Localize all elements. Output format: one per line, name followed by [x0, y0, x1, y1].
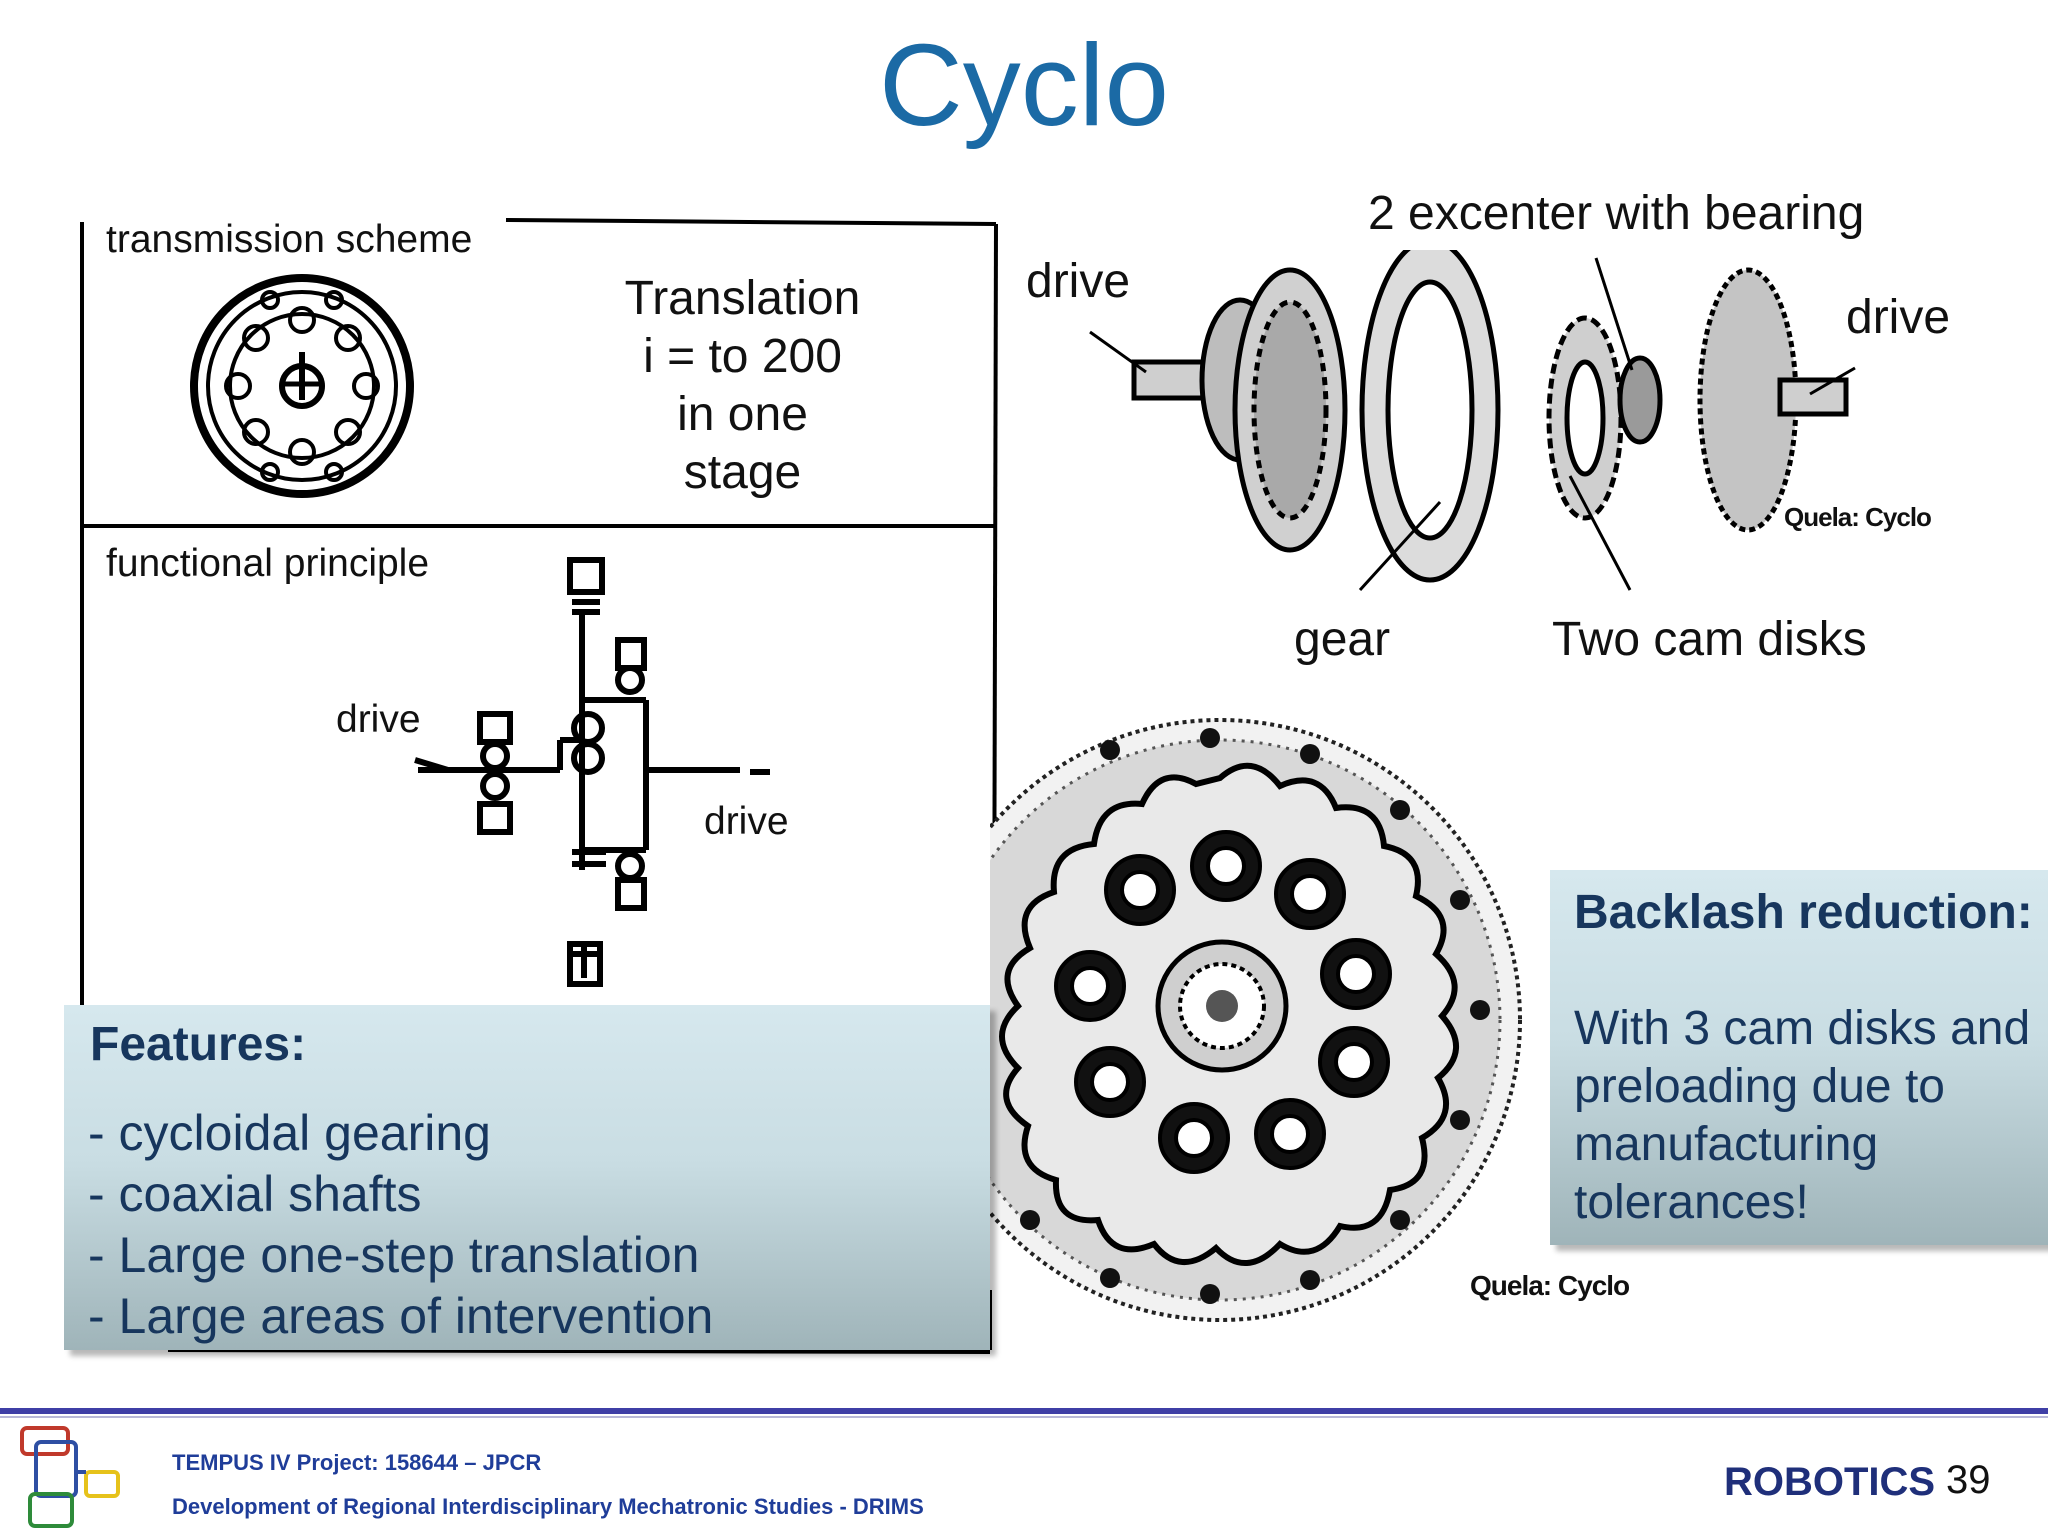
- feature-item: - cycloidal gearing: [88, 1105, 491, 1161]
- excenter-bearing-label: 2 excenter with bearing: [1368, 187, 1865, 240]
- cycloid-disk-illustration: [990, 718, 1522, 1322]
- transmission-scheme-label: transmission scheme: [106, 218, 473, 261]
- translation-ratio-text: Translation i = to 200 in one stage: [600, 270, 885, 502]
- footer-divider-shadow: [0, 1416, 2048, 1418]
- feature-item: - Large one-step translation: [88, 1227, 700, 1283]
- feature-item: - Large areas of intervention: [88, 1288, 714, 1344]
- slide-title: Cyclo: [878, 20, 1170, 150]
- translation-line: i = to 200: [643, 330, 842, 383]
- page-number: 39: [1946, 1458, 1991, 1502]
- features-list: - cycloidal gearing - coaxial shafts - L…: [88, 1103, 713, 1347]
- transmission-scheme-wheel: [190, 274, 414, 498]
- exploded-drive-right-label: drive: [1846, 291, 1951, 344]
- backlash-title: Backlash reduction:: [1574, 886, 2033, 939]
- features-box: Features: - cycloidal gearing - coaxial …: [64, 1005, 990, 1350]
- functional-drive-right-label: drive: [704, 800, 789, 843]
- functional-drive-left-label: drive: [336, 698, 421, 741]
- footer-divider: [0, 1408, 2048, 1414]
- functional-principle-label: functional principle: [106, 542, 430, 585]
- translation-line: Translation: [624, 272, 861, 325]
- features-title: Features:: [90, 1018, 307, 1071]
- translation-line: in one: [677, 388, 808, 441]
- translation-line: stage: [683, 446, 802, 499]
- functional-principle-schematic: [414, 557, 770, 987]
- exploded-source-label: Quela: Cyclo: [1784, 502, 1932, 532]
- backlash-text: With 3 cam disks and preloading due to m…: [1574, 1002, 2031, 1229]
- gear-label: gear: [1294, 613, 1391, 666]
- feature-item: - coaxial shafts: [88, 1166, 422, 1222]
- backlash-reduction-box: Backlash reduction: With 3 cam disks and…: [1550, 870, 2048, 1245]
- footer-development: Development of Regional Interdisciplinar…: [172, 1494, 924, 1519]
- drims-logo-icon: [20, 1426, 120, 1528]
- disk-source-label: Quela: Cyclo: [1470, 1270, 1630, 1301]
- cam-disks-label: Two cam disks: [1552, 613, 1867, 666]
- footer-robotics: ROBOTICS: [1724, 1460, 1936, 1504]
- exploded-drive-left-label: drive: [1026, 255, 1131, 308]
- footer-project: TEMPUS IV Project: 158644 – JPCR: [172, 1450, 542, 1475]
- exploded-gear-illustration: [1089, 250, 1856, 592]
